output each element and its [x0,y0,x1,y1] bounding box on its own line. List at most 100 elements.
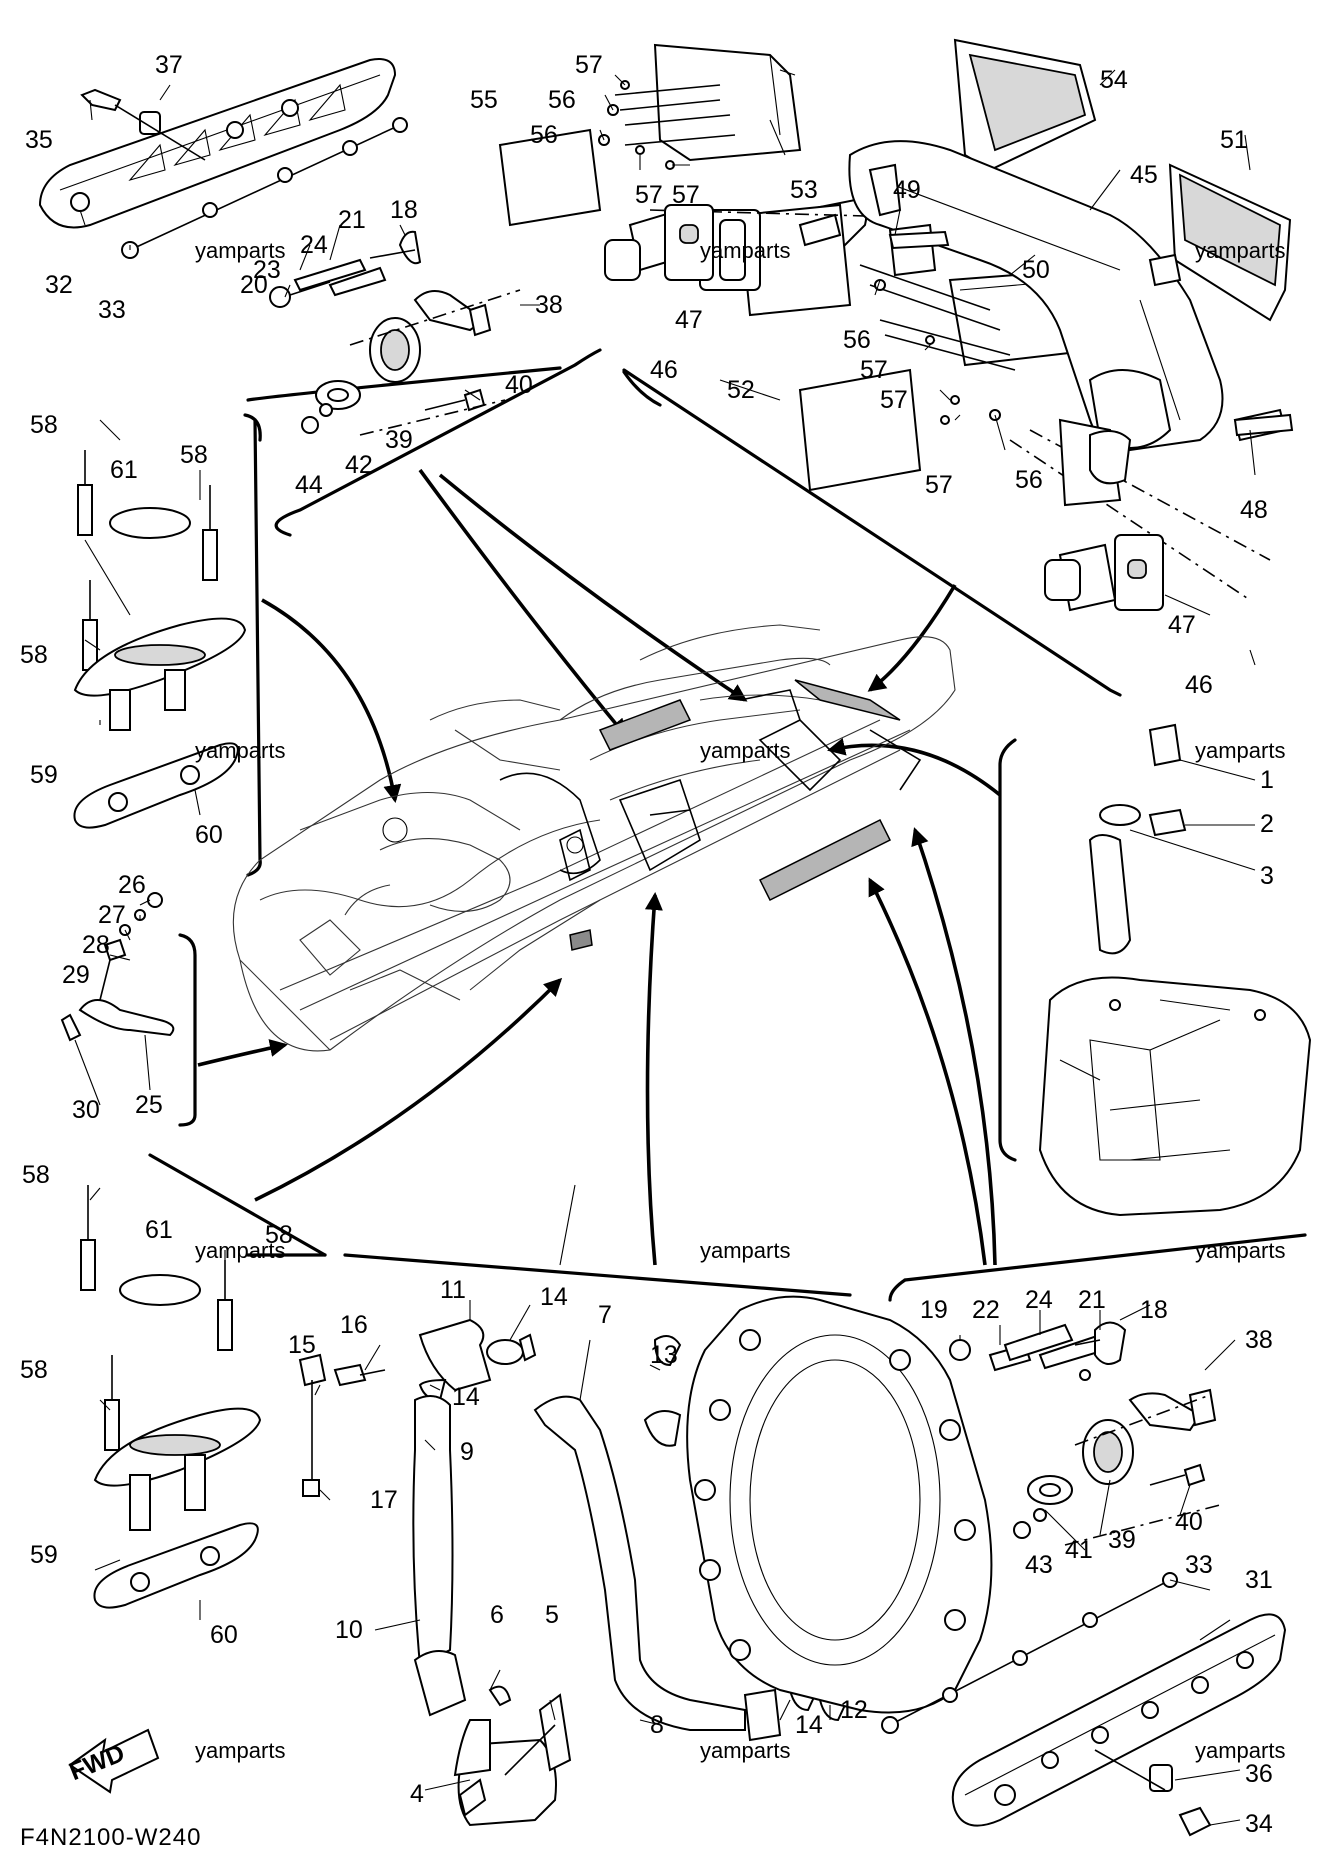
callout-14a: 14 [540,1283,568,1311]
callout-56d: 56 [1015,466,1043,494]
callout-22: 22 [972,1296,1000,1324]
callout-13: 13 [650,1341,678,1369]
callout-33a: 33 [98,296,126,324]
callout-38a: 38 [535,291,563,319]
callout-7: 7 [598,1301,612,1329]
callout-leaders [74,69,1256,1826]
callout-58e: 58 [265,1221,293,1249]
watermark-10: yamparts [195,1738,285,1763]
watermark-3: yamparts [1195,238,1285,263]
pump-flange [643,1295,993,1714]
callout-24b: 24 [1025,1286,1053,1314]
callout-8: 8 [650,1711,664,1739]
callout-19: 19 [920,1296,948,1324]
callout-53: 53 [790,176,818,204]
bolts-bottom-right [949,1321,1221,1546]
callout-29: 29 [62,961,90,989]
tow-hook-assembly [60,892,175,1042]
callout-57b: 57 [635,181,663,209]
watermark-4: yamparts [195,738,285,763]
cleat-assembly-bottom [80,1185,262,1609]
callout-41: 41 [1065,1536,1093,1564]
callout-61a: 61 [110,456,138,484]
callout-54: 54 [1100,66,1128,94]
callout-43: 43 [1025,1551,1053,1579]
callout-20: 20 [240,271,268,299]
callout-57c: 57 [672,181,700,209]
callout-51: 51 [1220,126,1248,154]
callout-47b: 47 [1168,611,1196,639]
callout-32: 32 [45,271,73,299]
callout-28: 28 [82,931,110,959]
leader-arrows [197,468,1002,1266]
watermark-1: yamparts [195,238,285,263]
bolts-top-left [269,230,521,436]
callout-10: 10 [335,1616,363,1644]
callout-56b: 56 [530,121,558,149]
callout-57d: 57 [860,356,888,384]
rail-assembly-left [38,58,408,259]
callout-24a: 24 [300,231,328,259]
callout-48: 48 [1240,496,1268,524]
callout-58b: 58 [180,441,208,469]
callout-6: 6 [490,1601,504,1629]
watercraft-hull [232,624,956,1052]
callout-40b: 40 [1175,1508,1203,1536]
exhaust-covers [498,38,1292,601]
callout-50: 50 [1022,256,1050,284]
watermark-6: yamparts [1195,738,1285,763]
jet-pump-assembly [1038,723,1312,1217]
callout-55: 55 [470,86,498,114]
callout-18b: 18 [1140,1296,1168,1324]
callout-57a: 57 [575,51,603,79]
watermark-12: yamparts [1195,1738,1285,1763]
callout-26: 26 [118,871,146,899]
callout-30: 30 [72,1096,100,1124]
cleat-assembly-top [73,450,247,829]
callout-35: 35 [25,126,53,154]
callout-57f: 57 [925,471,953,499]
callout-46b: 46 [1185,671,1213,699]
watermark-11: yamparts [700,1738,790,1763]
fwd-arrow: FWD [65,1728,160,1794]
callout-44: 44 [295,471,323,499]
diagram-code: F4N2100-W240 [20,1824,201,1851]
gaskets-46-47 [604,204,1164,612]
watermark-8: yamparts [700,1238,790,1263]
callout-42: 42 [345,451,373,479]
callout-49: 49 [893,176,921,204]
callout-58f: 58 [20,1356,48,1384]
callout-60b: 60 [210,1621,238,1649]
callout-25: 25 [135,1091,163,1119]
hose-assembly [298,1318,847,1827]
callout-3: 3 [1260,862,1274,890]
callout-57e: 57 [880,386,908,414]
callout-33b: 33 [1185,1551,1213,1579]
callout-1: 1 [1260,766,1274,794]
callout-14c: 14 [795,1711,823,1739]
callout-16: 16 [340,1311,368,1339]
watermark-7: yamparts [195,1238,285,1263]
callout-38b: 38 [1245,1326,1273,1354]
watermark-9: yamparts [1195,1238,1285,1263]
callout-45: 45 [1130,161,1158,189]
watermark-2: yamparts [700,238,790,263]
callout-4: 4 [410,1780,424,1808]
callout-15: 15 [288,1331,316,1359]
callout-56a: 56 [548,86,576,114]
callout-21a: 21 [338,206,366,234]
group-brackets [148,348,1307,1302]
callout-31: 31 [1245,1566,1273,1594]
callout-47a: 47 [675,306,703,334]
callout-59a: 59 [30,761,58,789]
callout-46a: 46 [650,356,678,384]
callout-2: 2 [1260,810,1274,838]
callout-58a: 58 [30,411,58,439]
callout-56c: 56 [843,326,871,354]
callout-40a: 40 [505,371,533,399]
callout-39b: 39 [1108,1526,1136,1554]
callout-61b: 61 [145,1216,173,1244]
watermark-5: yamparts [700,738,790,763]
callout-18a: 18 [390,196,418,224]
